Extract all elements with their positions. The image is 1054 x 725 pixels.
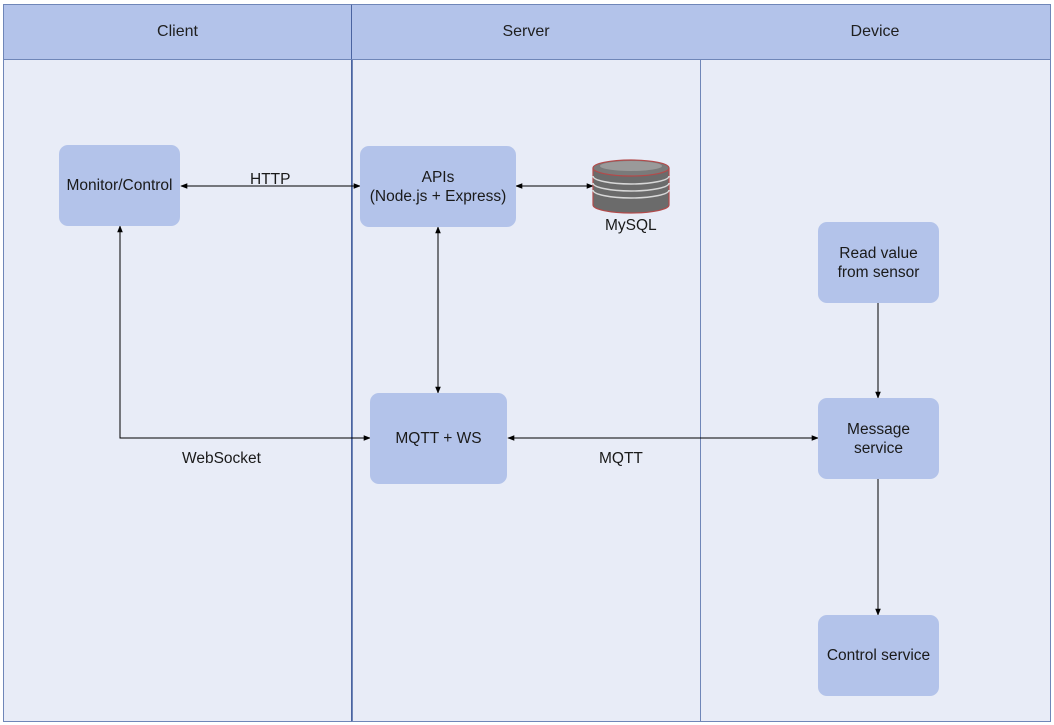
websocket-connector xyxy=(117,225,371,441)
monitor-control-node[interactable]: Monitor/Control xyxy=(59,145,180,226)
mqtt-ws-node[interactable]: MQTT + WS xyxy=(370,393,507,484)
message-service-label-line2: service xyxy=(853,439,904,457)
apis-node[interactable]: APIs (Node.js + Express) xyxy=(360,146,516,227)
message-service-node[interactable]: Message service xyxy=(818,398,939,479)
mysql-label: MySQL xyxy=(605,217,657,234)
lane-header-client: Client xyxy=(3,4,353,60)
read-value-node[interactable]: Read value from sensor xyxy=(818,222,939,303)
control-service-label: Control service xyxy=(826,647,931,664)
lane-client xyxy=(3,4,353,722)
control-service-node[interactable]: Control service xyxy=(818,615,939,696)
read-value-label-line1: Read value xyxy=(839,244,918,262)
apis-label-line2: (Node.js + Express) xyxy=(369,187,507,205)
lane-title-device: Device xyxy=(850,23,900,40)
apis-label-line1: APIs xyxy=(421,168,455,186)
read-value-label-line2: from sensor xyxy=(837,263,920,281)
mqtt-edge-label: MQTT xyxy=(599,450,643,467)
lane-header-server: Server xyxy=(352,4,701,60)
lane-title-client: Client xyxy=(157,23,198,40)
lane-device xyxy=(700,4,1051,722)
lane-header-device: Device xyxy=(700,4,1051,60)
lane-title-server: Server xyxy=(502,23,550,40)
message-service-label-line1: Message xyxy=(847,420,910,438)
lane-server xyxy=(352,4,701,722)
http-edge-label: HTTP xyxy=(250,171,291,188)
mqtt-ws-label: MQTT + WS xyxy=(395,430,482,447)
websocket-edge-label: WebSocket xyxy=(182,450,261,467)
monitor-control-label: Monitor/Control xyxy=(66,177,173,194)
